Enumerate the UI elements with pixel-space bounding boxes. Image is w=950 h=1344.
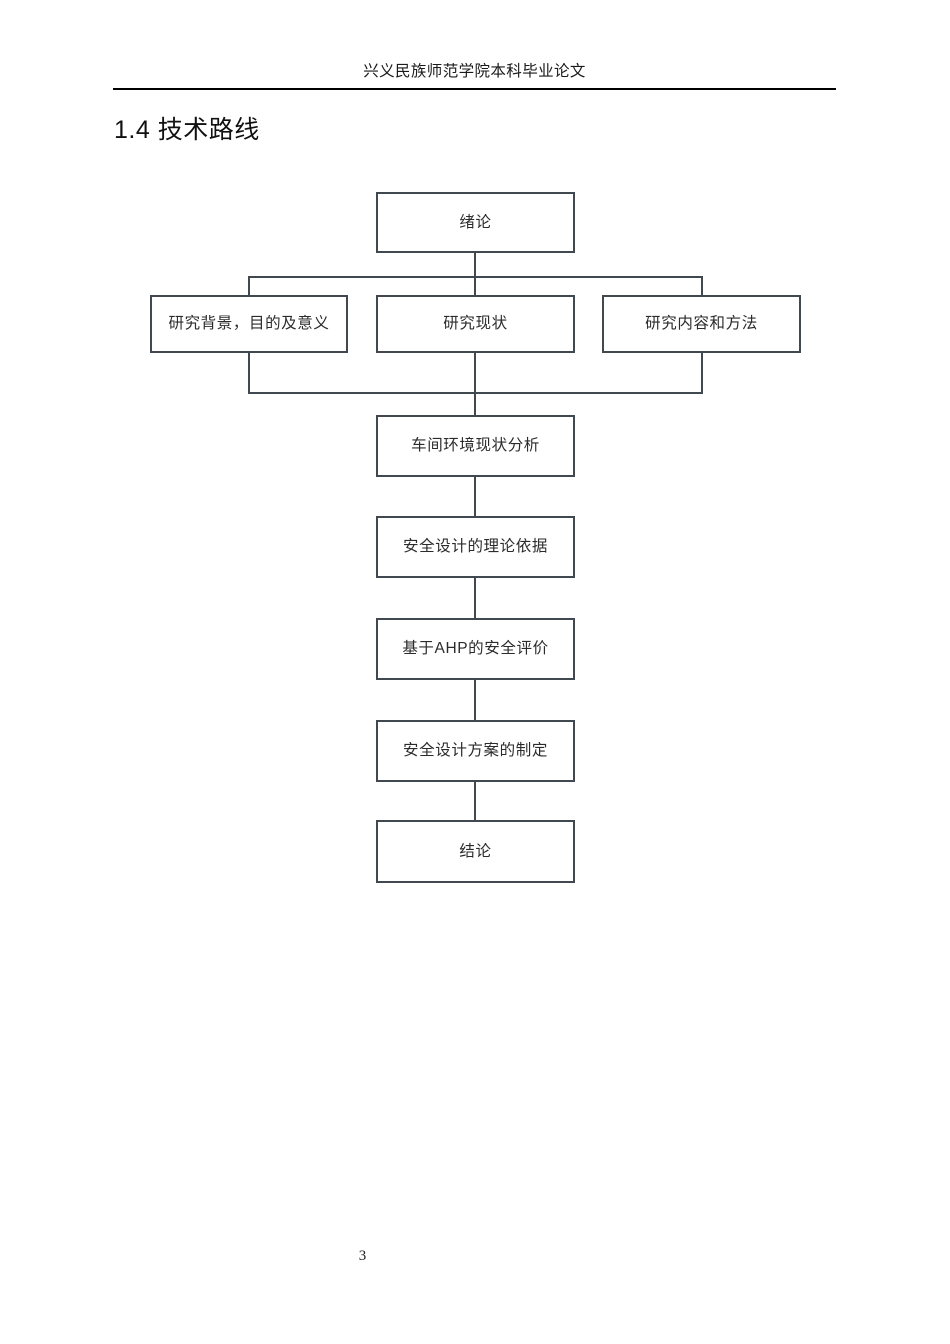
- flow-node-introduction: 绪论: [376, 192, 575, 253]
- flow-node-label: 研究内容和方法: [645, 315, 758, 332]
- header-divider: [113, 88, 836, 90]
- connector-bus-top-mid-drop: [474, 276, 476, 295]
- connector-bus-bottom-down: [474, 392, 476, 415]
- connector-6-to-7: [474, 782, 476, 820]
- flow-node-label: 结论: [459, 842, 492, 860]
- flow-node-conclusion: 结论: [376, 820, 575, 883]
- connector-bus-top-left-drop: [248, 276, 250, 295]
- connector-bus-bottom-mid-rise: [474, 353, 476, 394]
- header-title: 兴义民族师范学院本科毕业论文: [363, 63, 586, 80]
- connector-4-to-5: [474, 578, 476, 618]
- flow-node-ahp-safety-evaluation: 基于AHP的安全评价: [376, 618, 575, 680]
- flow-node-research-background: 研究背景，目的及意义: [150, 295, 348, 353]
- flow-node-safety-design-theory: 安全设计的理论依据: [376, 516, 575, 578]
- flow-node-label: 车间环境现状分析: [411, 437, 540, 454]
- connector-bus-top-right-drop: [701, 276, 703, 295]
- flow-node-research-content-method: 研究内容和方法: [602, 295, 801, 353]
- section-heading: 1.4 技术路线: [114, 116, 260, 144]
- flow-node-label: 研究现状: [443, 315, 508, 332]
- flow-node-safety-design-plan: 安全设计方案的制定: [376, 720, 575, 782]
- flow-node-workshop-environment-analysis: 车间环境现状分析: [376, 415, 575, 477]
- connector-bus-bottom-right-rise: [701, 353, 703, 394]
- flow-node-label: 基于AHP的安全评价: [402, 640, 549, 657]
- connector-5-to-6: [474, 680, 476, 720]
- flow-node-label: 安全设计方案的制定: [403, 742, 548, 759]
- connector-3-to-4: [474, 477, 476, 516]
- flow-node-label: 安全设计的理论依据: [403, 538, 548, 555]
- flow-node-label: 研究背景，目的及意义: [168, 315, 330, 332]
- connector-intro-down: [474, 253, 476, 276]
- technical-route-flowchart: 绪论 研究背景，目的及意义 研究现状 研究内容和方法 车间环境现状分析: [150, 192, 801, 883]
- flow-node-label: 绪论: [459, 213, 492, 231]
- flow-node-research-status: 研究现状: [376, 295, 575, 353]
- page-number: 3: [358, 1248, 367, 1264]
- connector-bus-bottom-left-rise: [248, 353, 250, 394]
- page-header: 兴义民族师范学院本科毕业论文: [113, 62, 836, 90]
